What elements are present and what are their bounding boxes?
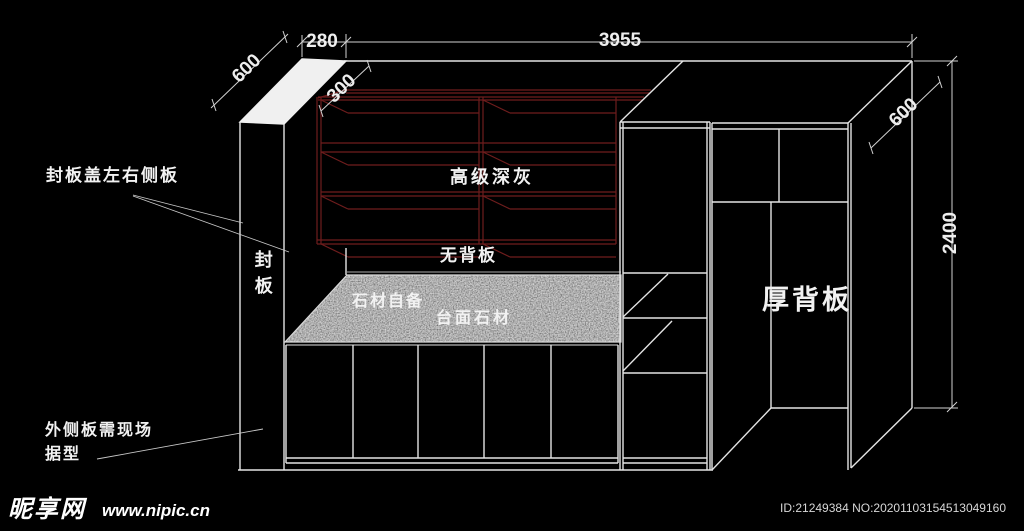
right-tall-cabinet: [711, 60, 913, 471]
base-cabinet: [285, 345, 619, 464]
watermark-image-id: ID:21249384 NO:20201103154513049160: [780, 501, 1006, 515]
note-outer-panel-line2: 据型: [45, 446, 82, 463]
granite-texture: [280, 268, 626, 348]
wall-shelf-unit: [316, 89, 651, 258]
label-shelf-finish: 高级深灰: [450, 167, 534, 187]
countertop: [280, 268, 626, 348]
dimension-lines: [210, 30, 958, 413]
note-cover-panel: 封板盖左右侧板: [46, 166, 179, 185]
leader-lines: [96, 194, 290, 460]
note-outer-panel-line1: 外侧板需现场: [45, 422, 154, 439]
label-thick-back-panel: 厚背板: [762, 285, 852, 315]
label-countertop-stone: 台面石材: [436, 310, 513, 327]
middle-cabinet: [619, 60, 711, 470]
label-cover-panel-vertical: 封板: [252, 250, 273, 302]
label-no-back-panel: 无背板: [440, 246, 497, 265]
dimension-left-offset: 280: [306, 31, 338, 52]
label-stone-self-provided: 石材自备: [352, 293, 425, 310]
left-cover-panel: [238, 58, 348, 470]
dimension-total-width: 3955: [598, 30, 642, 51]
structure-lines: [238, 58, 913, 471]
watermark-site-url: www.nipic.cn: [102, 501, 210, 520]
watermark-site-name: 昵享网: [8, 496, 86, 523]
dimension-total-height: 2400: [940, 211, 961, 255]
